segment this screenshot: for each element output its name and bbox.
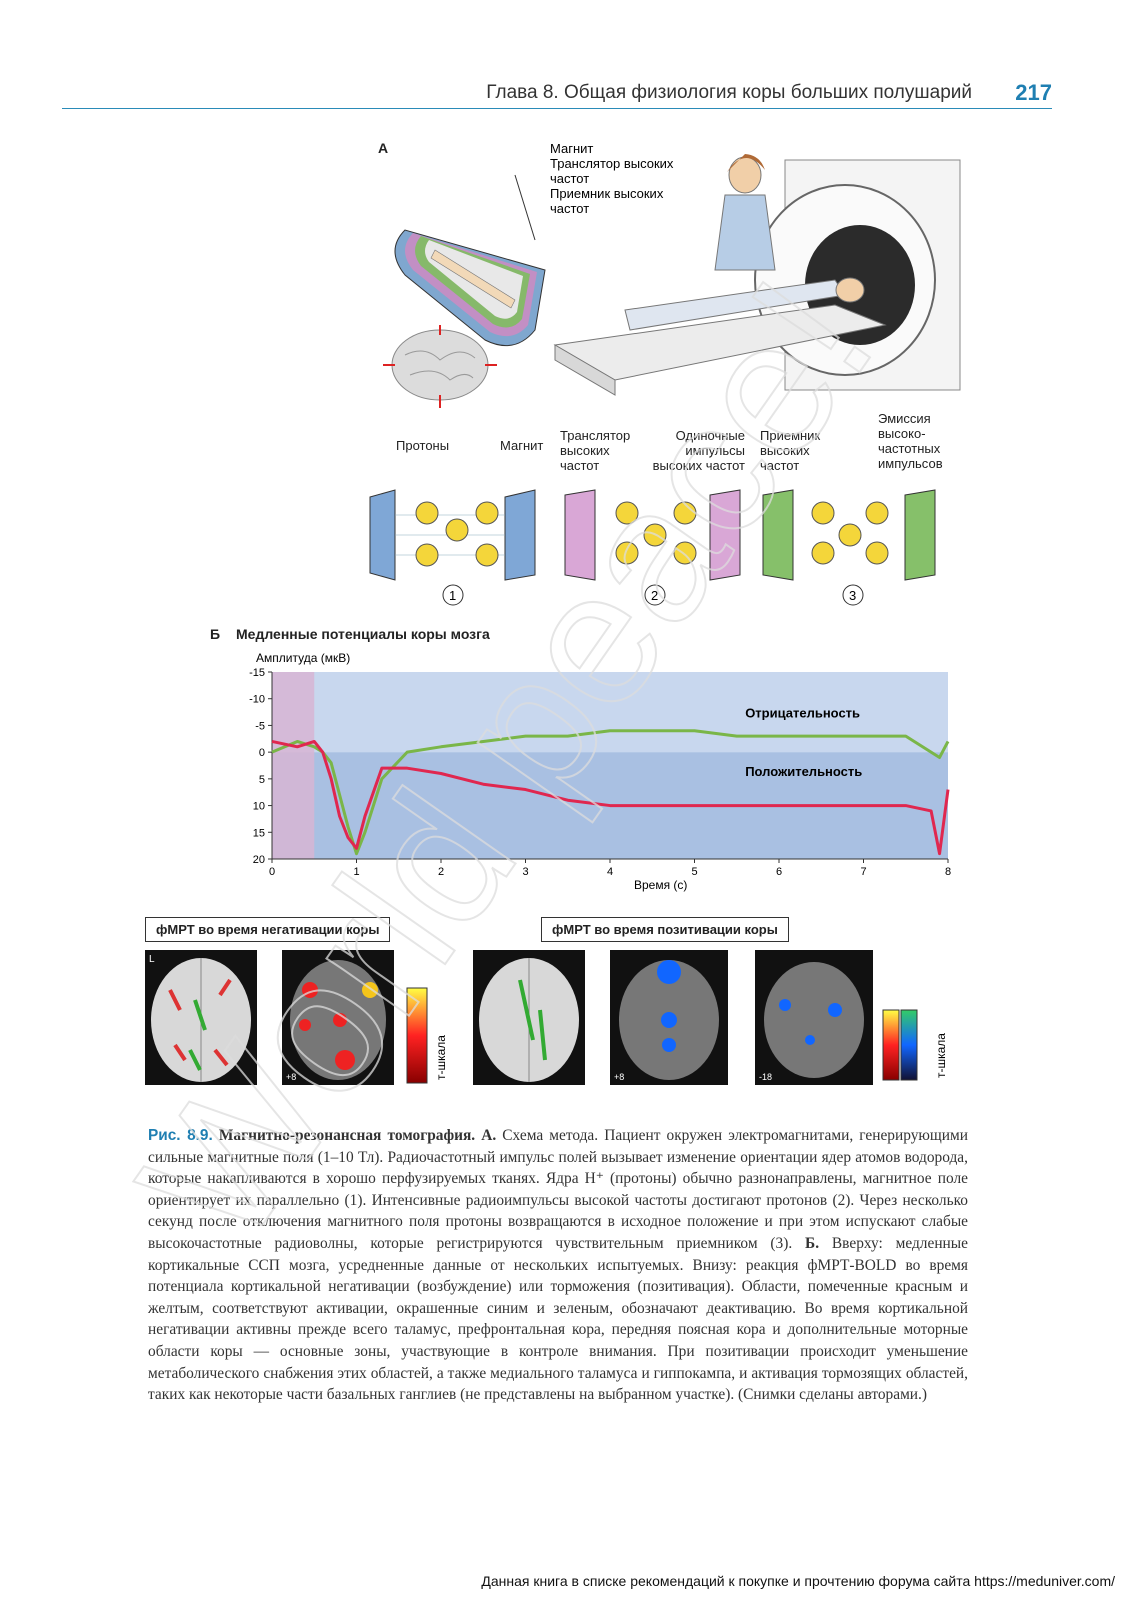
- chapter-title: Глава 8. Общая физиология коры больших п…: [486, 82, 972, 103]
- figure-caption: Рис. 8.9. Магнитно-резонансная томографи…: [148, 1125, 968, 1406]
- scanner-label-transmitter: Транслятор высоких: [550, 156, 674, 171]
- scanner-cutaway-icon: [394, 174, 546, 347]
- scanner-label-receiver: Приемник высоких: [550, 186, 664, 201]
- panel-b-label: Б: [210, 626, 221, 642]
- step-1-number: 1: [449, 588, 456, 603]
- x-tick-label: 2: [438, 866, 444, 878]
- y-tick-label: -5: [255, 720, 265, 732]
- axial-slice-positive-icon: +8: [610, 950, 728, 1085]
- fmri-positive-title: фМРТ во время позитивации коры: [541, 917, 789, 942]
- x-tick-label: 5: [691, 866, 697, 878]
- x-tick-label: 8: [945, 866, 951, 878]
- step-2-number: 2: [651, 588, 658, 603]
- proton-diagram: 1 2 3: [369, 489, 936, 606]
- y-axis-label: Амплитуда (мкВ): [256, 651, 350, 665]
- side-label: L: [149, 954, 155, 965]
- x-tick-label: 4: [607, 866, 613, 878]
- panel-a-label: А: [378, 140, 389, 156]
- t-scale-hot-bar-2: [882, 1009, 900, 1081]
- slice-label-2: +8: [614, 1072, 624, 1082]
- x-axis-label: Время (с): [634, 878, 687, 892]
- label-magnet: Магнит: [500, 438, 544, 453]
- mri-scanner-illustration: Магнит Транслятор высоких частот Приемни…: [383, 141, 961, 408]
- slice-label-1: +8: [286, 1072, 296, 1082]
- slice-label-3: -18: [759, 1072, 772, 1082]
- axial-slice-negative-icon: +8: [282, 950, 394, 1085]
- footer-note: Данная книга в списке рекомендаций к пок…: [481, 1573, 1115, 1589]
- t-scale-label-2: т-шкала: [934, 1033, 948, 1078]
- t-scale-cold-bar: [900, 1009, 918, 1081]
- scanner-label-receiver-2: частот: [550, 201, 589, 216]
- y-tick-label: -10: [249, 694, 265, 706]
- brain-axial-icon: [383, 325, 497, 408]
- x-tick-label: 0: [269, 866, 275, 878]
- fmri-images: L +8 т-шкала +8 -18 т-шкала: [145, 950, 948, 1085]
- panel-b-title: Медленные потенциалы коры мозга: [236, 626, 490, 642]
- negativity-region: [272, 672, 948, 753]
- step-2-transmitter: [564, 489, 741, 581]
- t-scale-label-1: т-шкала: [434, 1035, 448, 1080]
- axial-slice-basal-icon: -18: [755, 950, 873, 1085]
- scanner-label-transmitter-2: частот: [550, 171, 589, 186]
- x-tick-label: 3: [522, 866, 528, 878]
- x-tick-label: 7: [860, 866, 866, 878]
- caption-b-label: Б.: [805, 1234, 820, 1252]
- caption-text-a: Схема метода. Пациент окружен электромаг…: [148, 1127, 968, 1252]
- page-header: Глава 8. Общая физиология коры больших п…: [62, 80, 1052, 109]
- step-3-receiver: [762, 489, 936, 581]
- fmri-negative-title: фМРТ во время негативации коры: [145, 917, 391, 942]
- page-number: 217: [1015, 80, 1052, 105]
- annotation-negativity: Отрицательность: [745, 705, 860, 720]
- x-tick-label: 1: [353, 866, 359, 878]
- mri-machine-icon: [553, 154, 961, 396]
- y-tick-label: -15: [249, 667, 265, 679]
- series-line-1: [271, 729, 950, 856]
- label-protons: Протоны: [396, 438, 450, 453]
- t-scale-hot-bar: [406, 987, 428, 1084]
- series-line-2: [271, 739, 950, 856]
- y-tick-label: 20: [253, 854, 265, 866]
- y-tick-label: 0: [259, 747, 265, 759]
- slow-potentials-chart: -15 -10 -5 0 5 10 15 20 0 1 2 3 4 5 6 7 8 Амплитуда (мкВ)…: [249, 651, 951, 892]
- figure-number: Рис. 8.9.: [148, 1127, 213, 1144]
- step-3-number: 3: [849, 588, 856, 603]
- scanner-label-magnet: Магнит: [550, 141, 593, 156]
- figure-title: Магнитно-резонансная томография. А.: [218, 1127, 497, 1144]
- y-tick-label: 15: [253, 827, 265, 839]
- baseline-region: [272, 672, 315, 859]
- x-tick-label: 6: [776, 866, 782, 878]
- brain-surface-positive-icon: [473, 950, 585, 1085]
- brain-surface-negative-icon: L: [145, 950, 257, 1085]
- step-1-magnets: [369, 489, 536, 581]
- y-tick-label: 10: [253, 801, 265, 813]
- caption-text-b: Вверху: медленные кортикальные ССП мозга…: [148, 1234, 968, 1404]
- annotation-positivity: Положительность: [745, 764, 862, 779]
- y-tick-label: 5: [259, 774, 265, 786]
